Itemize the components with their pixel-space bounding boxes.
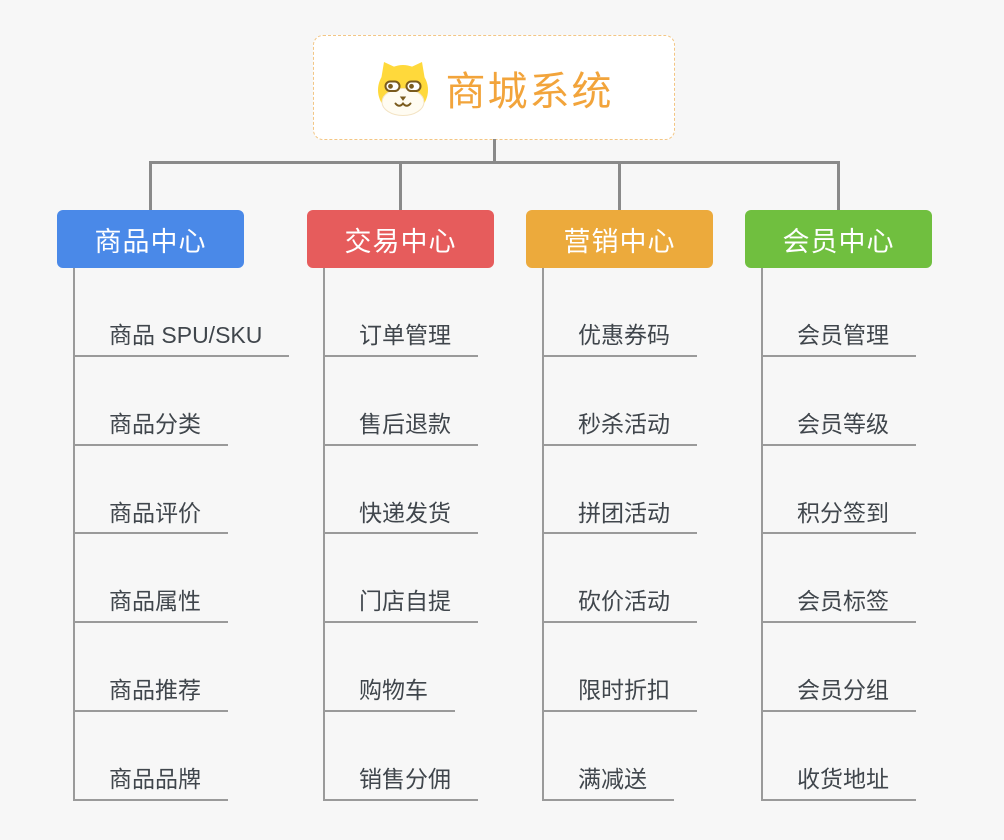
branch-column-marketing: 营销中心 优惠券码秒杀活动拼团活动砍价活动限时折扣满减送 bbox=[526, 210, 713, 801]
branch-node-product[interactable]: 商品中心 bbox=[57, 210, 244, 268]
child-node[interactable]: 会员管理 bbox=[763, 268, 932, 357]
connector-drop-marketing bbox=[618, 161, 621, 211]
child-node[interactable]: 会员等级 bbox=[763, 357, 932, 446]
child-node-label: 快递发货 bbox=[325, 499, 478, 535]
child-node-label: 商品评价 bbox=[75, 499, 228, 535]
child-node[interactable]: 限时折扣 bbox=[544, 623, 713, 712]
connector-root-stem bbox=[493, 139, 496, 164]
child-node-label: 会员标签 bbox=[763, 587, 916, 624]
child-node[interactable]: 订单管理 bbox=[325, 268, 494, 357]
child-node-label: 砍价活动 bbox=[544, 587, 697, 624]
child-node[interactable]: 商品品牌 bbox=[75, 712, 289, 801]
child-node-label: 商品品牌 bbox=[75, 765, 228, 801]
child-node[interactable]: 积分签到 bbox=[763, 446, 932, 535]
branch-column-product: 商品中心 商品 SPU/SKU 商品分类商品评价商品属性商品推荐商品品牌 bbox=[57, 210, 290, 801]
child-node[interactable]: 秒杀活动 bbox=[544, 357, 713, 446]
child-node-label: 售后退款 bbox=[325, 410, 478, 446]
child-node[interactable]: 快递发货 bbox=[325, 446, 494, 535]
child-node-label: 商品属性 bbox=[75, 587, 228, 624]
child-node[interactable]: 满减送 bbox=[544, 712, 713, 801]
child-node-label: 收货地址 bbox=[763, 765, 916, 801]
child-node-label: 商品推荐 bbox=[75, 676, 228, 712]
child-node[interactable]: 商品属性 bbox=[75, 534, 289, 624]
child-node[interactable]: 售后退款 bbox=[325, 357, 494, 446]
child-node[interactable]: 砍价活动 bbox=[544, 534, 713, 624]
child-node-label: 拼团活动 bbox=[544, 499, 697, 535]
branch-items-member: 会员管理会员等级积分签到会员标签会员分组收货地址 bbox=[761, 268, 932, 801]
child-node-label: 商品 SPU/SKU bbox=[75, 321, 290, 357]
root-label: 商城系统 bbox=[445, 69, 614, 114]
child-node-label: 限时折扣 bbox=[544, 676, 697, 712]
child-node-label: 优惠券码 bbox=[544, 321, 697, 357]
connector-drop-product bbox=[149, 161, 152, 211]
branch-node-trade[interactable]: 交易中心 bbox=[307, 210, 494, 268]
child-node[interactable]: 收货地址 bbox=[763, 712, 932, 801]
branch-items-trade: 订单管理售后退款快递发货门店自提购物车销售分佣 bbox=[323, 268, 494, 801]
child-node[interactable]: 会员分组 bbox=[763, 623, 932, 712]
child-node-label: 会员等级 bbox=[763, 410, 916, 446]
child-node-label: 会员管理 bbox=[763, 321, 916, 357]
child-node-label: 购物车 bbox=[325, 676, 455, 712]
branch-items-marketing: 优惠券码秒杀活动拼团活动砍价活动限时折扣满减送 bbox=[542, 268, 713, 801]
root-node[interactable]: 商城系统 bbox=[313, 35, 675, 140]
child-node-label: 满减送 bbox=[544, 765, 674, 801]
doge-icon bbox=[375, 60, 431, 116]
connector-bus bbox=[149, 161, 840, 164]
child-node[interactable]: 销售分佣 bbox=[325, 712, 494, 801]
child-node[interactable]: 商品 SPU/SKU bbox=[75, 268, 290, 357]
child-node[interactable]: 购物车 bbox=[325, 623, 494, 712]
child-node-label: 订单管理 bbox=[325, 321, 478, 357]
child-node-label: 秒杀活动 bbox=[544, 410, 697, 446]
branch-node-member[interactable]: 会员中心 bbox=[745, 210, 932, 268]
child-node-label: 会员分组 bbox=[763, 676, 916, 712]
connector-drop-trade bbox=[399, 161, 402, 211]
child-node[interactable]: 门店自提 bbox=[325, 534, 494, 624]
child-node[interactable]: 拼团活动 bbox=[544, 446, 713, 535]
branch-items-product: 商品 SPU/SKU 商品分类商品评价商品属性商品推荐商品品牌 bbox=[73, 268, 290, 801]
branch-node-marketing[interactable]: 营销中心 bbox=[526, 210, 713, 268]
branch-column-trade: 交易中心 订单管理售后退款快递发货门店自提购物车销售分佣 bbox=[307, 210, 494, 801]
branch-column-member: 会员中心 会员管理会员等级积分签到会员标签会员分组收货地址 bbox=[745, 210, 932, 801]
child-node[interactable]: 商品分类 bbox=[75, 357, 289, 446]
child-node[interactable]: 优惠券码 bbox=[544, 268, 713, 357]
child-node[interactable]: 会员标签 bbox=[763, 534, 932, 624]
child-node[interactable]: 商品推荐 bbox=[75, 623, 289, 712]
child-node-label: 销售分佣 bbox=[325, 765, 478, 801]
connector-drop-member bbox=[837, 161, 840, 211]
child-node-label: 门店自提 bbox=[325, 587, 478, 624]
child-node[interactable]: 商品评价 bbox=[75, 446, 289, 535]
child-node-label: 商品分类 bbox=[75, 410, 228, 446]
child-node-label: 积分签到 bbox=[763, 499, 916, 535]
